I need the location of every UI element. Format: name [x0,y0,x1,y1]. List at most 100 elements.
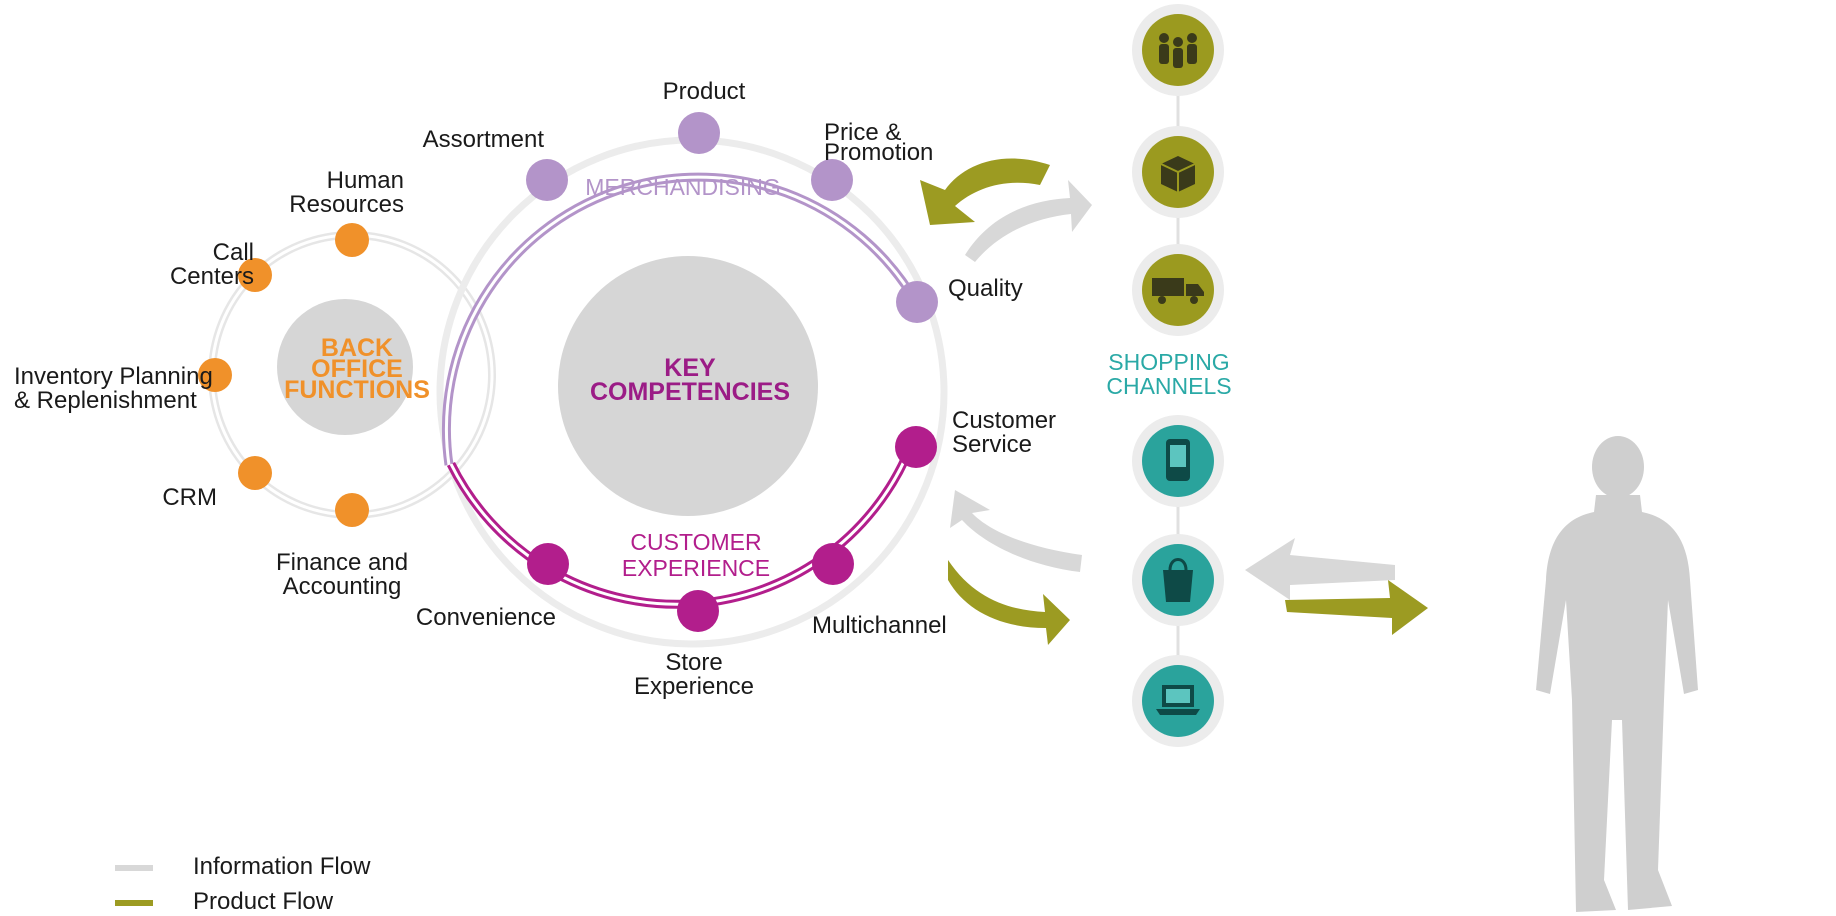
merchandising-label-line: Price & [824,119,901,146]
back-office-label-line: Inventory Planning [14,363,213,390]
customer-experience-title-line: CUSTOMER [630,529,761,555]
laptop-display [1166,689,1190,703]
truck-cargo [1152,278,1184,296]
customer-experience-label: Convenience [416,604,556,631]
customer-experience-node [677,590,719,632]
back-office-label-line: Human [327,167,404,194]
nodes [198,112,938,632]
information-flow-arrow [1245,538,1395,600]
laptop-base [1156,709,1200,715]
product-flow-arrow [948,560,1070,645]
back-office-hub [277,299,413,435]
merchandising-label: Price &Promotion [824,119,933,166]
merchandising-arc-inner-line [444,175,918,466]
key-competencies-hub [558,256,818,516]
merchandising-node [526,159,568,201]
merchandising-label-line: Product [663,78,746,105]
shopping-bag-icon [1132,534,1224,626]
merchandising-label-line: Quality [948,275,1023,302]
person-head [1592,436,1644,498]
merchandising-label: Quality [948,275,1023,302]
customer-experience-node [527,543,569,585]
back-office-node [198,358,232,392]
merchandising-title: MERCHANDISING [585,174,781,200]
truck-cab [1186,284,1204,296]
people-icon [1132,4,1224,96]
back-office-label-line: & Replenishment [14,387,197,414]
back-office-label-line: Finance and [276,549,408,576]
legend-swatch [115,900,153,906]
merchandising-node [678,112,720,154]
customer-experience-node [895,426,937,468]
customer-experience-title-line: EXPERIENCE [622,555,770,581]
person-head [1173,37,1183,47]
key-competencies-title-line: COMPETENCIES [590,378,790,406]
back-office-label-line: CRM [162,484,217,511]
person-body [1187,44,1197,64]
person-body [1173,48,1183,68]
back-office-node [335,493,369,527]
back-office-node [238,456,272,490]
back-office-label: Inventory Planning& Replenishment [14,363,213,414]
customer-experience-label-line: Convenience [416,604,556,631]
customer-silhouette [1536,436,1698,912]
phone-screen [1170,445,1186,467]
merchandising-node [896,281,938,323]
legend-swatch [115,865,153,871]
customer-experience-label-line: Service [952,431,1032,458]
shopping-channels-title-line: SHOPPING [1108,349,1229,375]
box-icon [1132,126,1224,218]
person-body [1536,495,1698,912]
person-body [1159,44,1169,64]
customer-experience-label: Multichannel [812,612,947,639]
legend-label: Information Flow [193,853,371,880]
information-flow-arrow [950,490,1082,572]
legend-label: Product Flow [193,888,334,915]
bag-body [1163,570,1193,602]
merchandising-label: Assortment [423,126,545,153]
mobile-phone-icon [1132,415,1224,507]
bag-handle [1168,558,1188,571]
box-edges [1160,163,1196,192]
back-office-label-line: Accounting [283,573,402,600]
back-office-label: CRM [162,484,217,511]
merchandising-label-line: Assortment [423,126,545,153]
back-office-label-line: Call [213,239,254,266]
information-flow-arrow [965,180,1092,262]
back-office-node [238,258,272,292]
merchandising-node [811,159,853,201]
person-head [1159,33,1169,43]
merchandising-label-line: Promotion [824,139,933,166]
key-competencies-title-line: KEY [664,354,716,382]
hub-circles [277,256,818,516]
customer-experience-label-line: Store [665,649,722,676]
customer-experience-label-line: Multichannel [812,612,947,639]
customer-experience-label-line: Experience [634,673,754,700]
person-head [1187,33,1197,43]
back-office-title-line: FUNCTIONS [284,376,430,404]
back-office-node [335,223,369,257]
truck-wheel [1158,296,1166,304]
product-flow-arrow [920,158,1050,225]
product-flow-arrow [1285,580,1428,635]
customer-experience-node [812,543,854,585]
back-office-title-line: OFFICE [311,355,403,383]
back-office-label-line: Centers [170,263,254,290]
back-office-title-line: BACK [321,334,393,362]
truck-wheel [1190,296,1198,304]
merchandising-label: Product [663,78,746,105]
back-office-label-line: Resources [289,191,404,218]
flow-arrows [920,158,1428,645]
